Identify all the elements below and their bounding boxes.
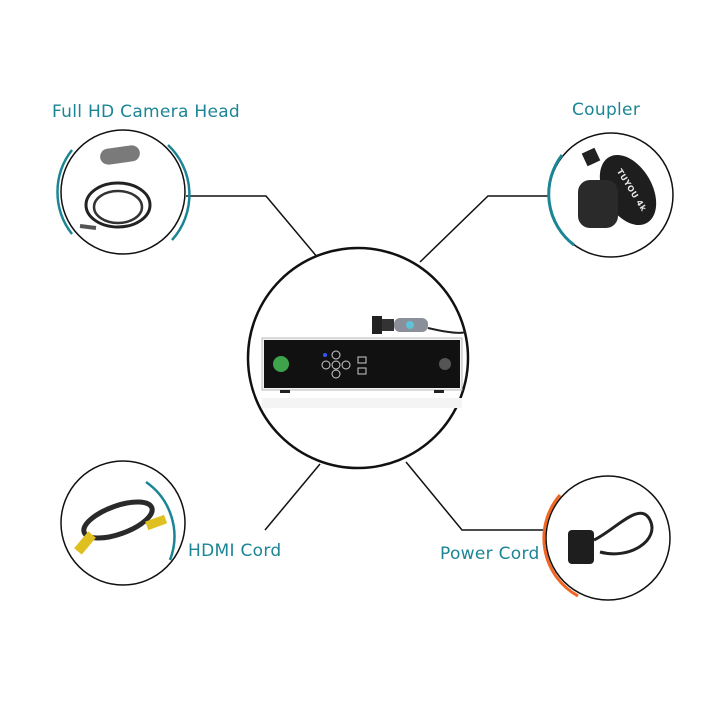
hdmi-cord-image (74, 499, 168, 555)
label-hdmi-cord: HDMI Cord (188, 541, 282, 561)
connector-hdmi (264, 463, 321, 531)
power-cord-image (568, 511, 654, 564)
camera-head-circle (56, 129, 191, 255)
camera-control-unit-image (261, 316, 467, 408)
label-camera-head: Full HD Camera Head (52, 102, 241, 122)
power-cord-circle (542, 475, 671, 601)
connector-power (405, 461, 546, 531)
label-coupler: Coupler (572, 100, 641, 120)
camera-head-image (79, 145, 152, 230)
coupler-image: TUYOU 4k (578, 147, 657, 228)
hdmi-cord-circle (60, 460, 186, 586)
label-power-cord: Power Cord (440, 544, 540, 564)
coupler-circle: TUYOU 4k (547, 132, 674, 258)
connector-camera (186, 195, 319, 259)
camera-system-circle (246, 246, 470, 470)
power-button-icon (273, 356, 289, 372)
connector-coupler (419, 195, 548, 263)
